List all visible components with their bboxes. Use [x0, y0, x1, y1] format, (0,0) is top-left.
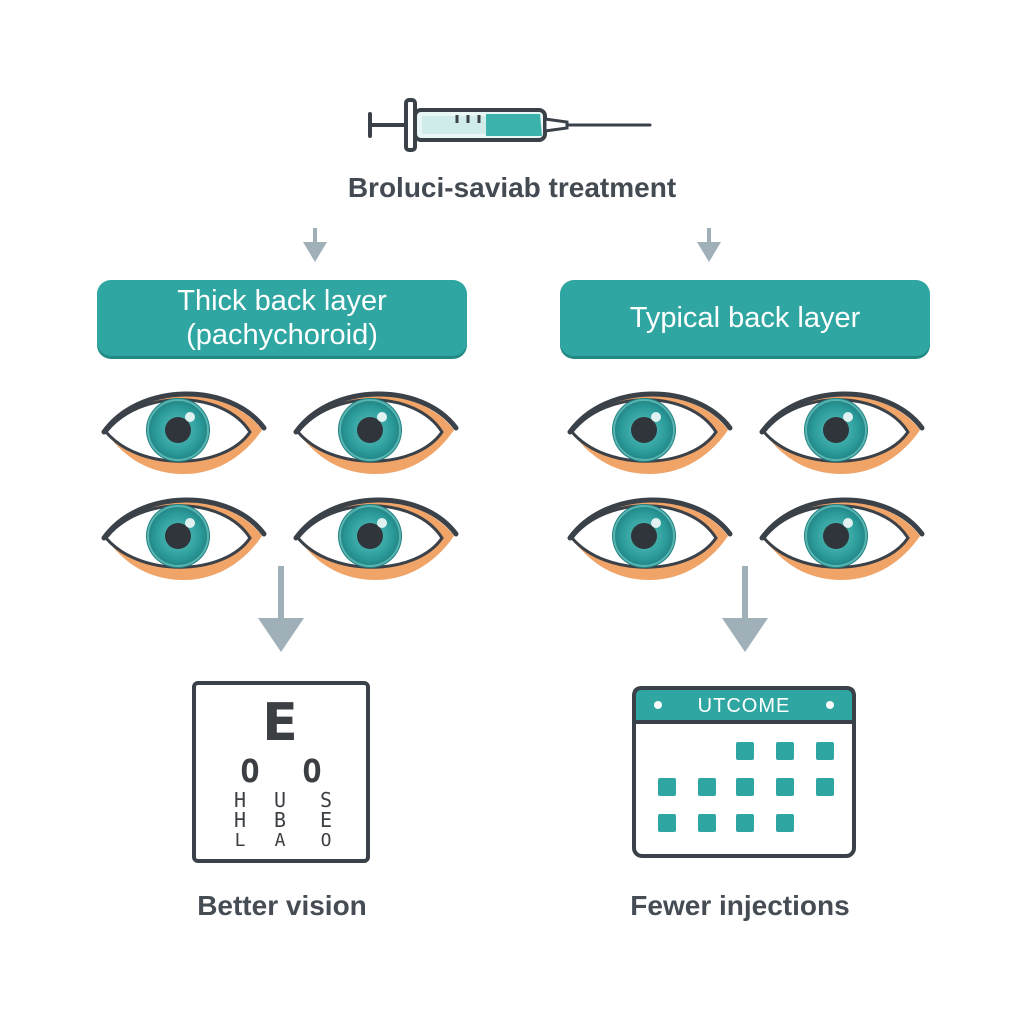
calendar-header: UTCOME: [697, 695, 791, 717]
chart-letter: E: [319, 808, 333, 832]
eye-icon: [566, 490, 734, 586]
chart-letter: O: [320, 830, 332, 851]
chart-letter: O: [240, 752, 260, 790]
chart-letter: B: [273, 808, 287, 832]
chart-letter: H: [233, 808, 247, 832]
thick-layer-label: Thick back layer (pachychoroid): [97, 280, 467, 356]
arrow-down-icon: [303, 228, 327, 262]
arrow-down-icon: [722, 566, 768, 652]
eye-icon: [100, 490, 268, 586]
chart-letter: O: [302, 752, 322, 790]
chart-letter: S: [319, 788, 333, 812]
typical-layer-line1: Typical back layer: [629, 302, 861, 334]
thick-layer-line2: (pachychoroid): [186, 319, 378, 351]
eye-chart-icon: E O O H U S H B E L A O: [192, 681, 370, 863]
chart-letter: L: [234, 830, 246, 851]
chart-letter: A: [274, 830, 286, 851]
treatment-title: Broluci-saviab treatment: [347, 172, 677, 203]
chart-letter: U: [273, 788, 287, 812]
eye-icon: [566, 384, 734, 480]
chart-letter: H: [233, 788, 247, 812]
syringe-icon: [368, 98, 652, 152]
chart-letter: E: [262, 693, 298, 753]
typical-layer-label: Typical back layer: [560, 280, 930, 356]
eye-icon: [758, 490, 926, 586]
calendar-icon: UTCOME: [632, 686, 856, 858]
outcome-label-vision: Better vision: [197, 890, 367, 921]
arrow-down-icon: [697, 228, 721, 262]
eye-icon: [758, 384, 926, 480]
outcome-label-injections: Fewer injections: [630, 890, 850, 921]
eye-icon: [292, 490, 460, 586]
eye-icon: [292, 384, 460, 480]
arrow-down-icon: [258, 566, 304, 652]
thick-layer-line1: Thick back layer: [177, 285, 387, 317]
eye-icon: [100, 384, 268, 480]
